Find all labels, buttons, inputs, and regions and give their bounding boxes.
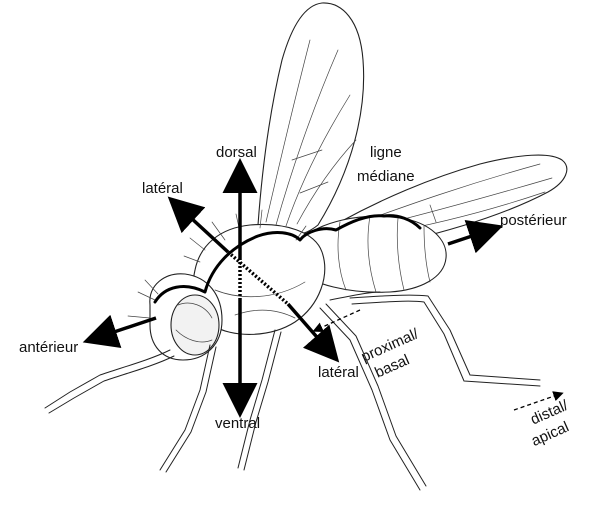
- lateral-arrow-bottom: [288, 304, 330, 352]
- label-midline-line1: ligne: [370, 144, 402, 161]
- anterior-arrow: [96, 318, 156, 338]
- upper-wing: [258, 3, 364, 236]
- fly-illustration: [45, 3, 567, 490]
- posterior-arrow: [448, 230, 490, 244]
- label-anterior: antérieur: [19, 339, 78, 356]
- lateral-arrow-top: [178, 206, 228, 252]
- label-dorsal: dorsal: [216, 144, 257, 161]
- label-ventral: ventral: [215, 415, 260, 432]
- label-posterior: postérieur: [500, 212, 567, 229]
- label-lateral-bottom: latéral: [318, 364, 359, 381]
- label-lateral-top: latéral: [142, 180, 183, 197]
- label-midline-line2: médiane: [357, 168, 415, 185]
